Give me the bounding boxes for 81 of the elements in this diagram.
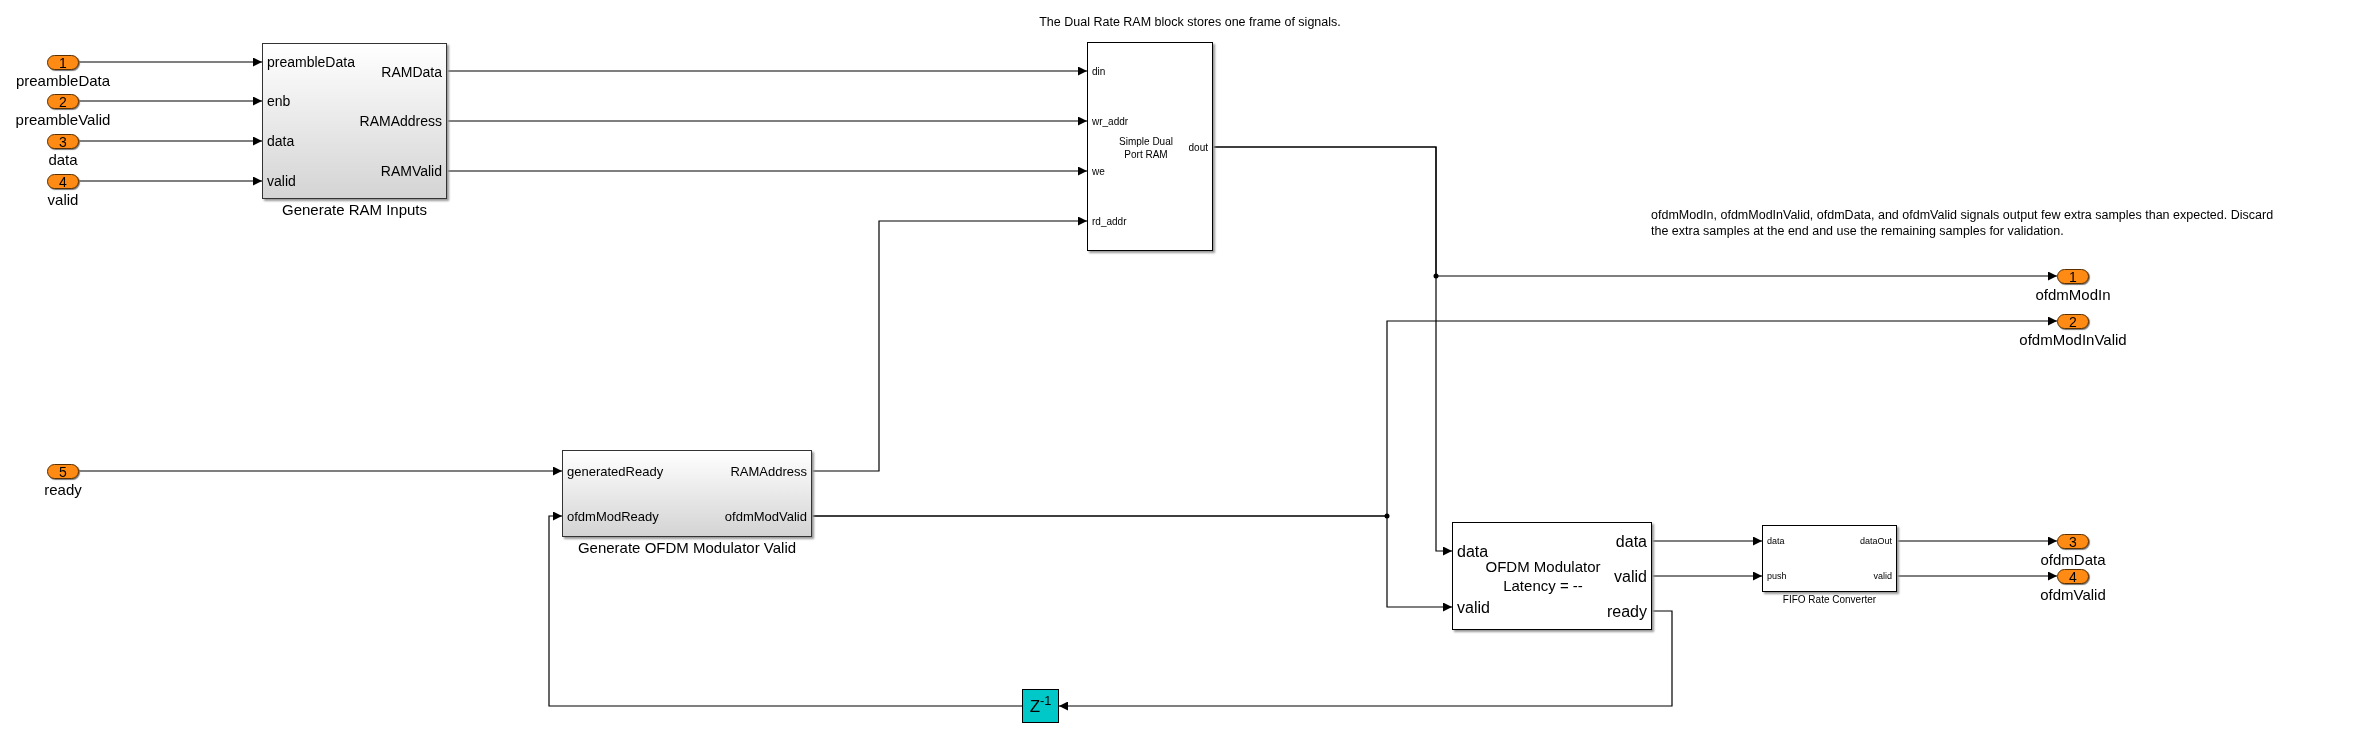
block-name: Z$^{-1}$ bbox=[1029, 697, 1052, 715]
signal-line bbox=[811, 515, 1453, 612]
port-label: data bbox=[267, 133, 295, 151]
port-number: 3 bbox=[59, 134, 67, 149]
function-block bbox=[1452, 522, 1652, 630]
signal-line bbox=[548, 511, 1023, 707]
port-label: rd_addr bbox=[1092, 215, 1127, 229]
signal-line bbox=[446, 166, 1088, 176]
block-name: Simple Dual Port RAM bbox=[1118, 135, 1174, 161]
block-caption: valid bbox=[47, 191, 79, 210]
port-label: we bbox=[1092, 165, 1105, 179]
block-caption: Generate OFDM Modulator Valid bbox=[577, 539, 797, 558]
port-number: 4 bbox=[59, 174, 67, 189]
port-pill bbox=[2057, 314, 2089, 329]
port-label: RAMAddress bbox=[359, 113, 442, 131]
annotation-note: The Dual Rate RAM block stores one frame of signals. bbox=[1039, 14, 1341, 31]
port-label: RAMAddress bbox=[730, 463, 807, 481]
port-label: valid bbox=[267, 173, 296, 191]
signal-line bbox=[1651, 536, 1763, 546]
port-label: generatedReady bbox=[567, 463, 664, 481]
signal-line bbox=[446, 66, 1088, 76]
port-label: data bbox=[1767, 536, 1785, 548]
port-label: data bbox=[1615, 532, 1647, 552]
port-pill bbox=[47, 464, 79, 479]
port-label: valid bbox=[1873, 571, 1892, 583]
signal-line bbox=[78, 176, 263, 186]
port-number: 2 bbox=[2069, 314, 2077, 329]
signal-line bbox=[78, 57, 263, 67]
function-block bbox=[1762, 525, 1897, 592]
port-label: valid bbox=[1457, 598, 1490, 618]
port-pill bbox=[47, 134, 79, 149]
port-label: dataOut bbox=[1859, 536, 1892, 548]
port-label: valid bbox=[1614, 567, 1647, 587]
block-caption: ofdmData bbox=[2040, 551, 2106, 570]
port-number: 5 bbox=[59, 464, 67, 479]
port-pill bbox=[2057, 569, 2089, 584]
port-label: wr_addr bbox=[1092, 115, 1129, 129]
port-pill bbox=[47, 94, 79, 109]
block-caption: FIFO Rate Converter bbox=[1782, 594, 1877, 607]
signal-line bbox=[1896, 536, 2058, 546]
port-label: ofdmModValid bbox=[724, 508, 807, 526]
port-number: 2 bbox=[59, 94, 67, 109]
signal-line bbox=[1651, 571, 1763, 581]
signal-line bbox=[1212, 146, 1453, 556]
port-pill bbox=[47, 55, 79, 70]
signal-line bbox=[1896, 571, 2058, 581]
subsystem-block bbox=[262, 43, 447, 199]
annotation-note: ofdmModIn, ofdmModInValid, ofdmData, and ofdmValid signals output few extra samples than expected. Discard the extra samples at the end and use the remaining samples for validation. bbox=[1651, 207, 2275, 239]
port-label: RAMValid bbox=[380, 163, 442, 181]
function-block bbox=[1087, 42, 1213, 251]
signal-line bbox=[78, 466, 563, 476]
signal-line bbox=[446, 116, 1088, 126]
port-pill bbox=[2057, 534, 2089, 549]
port-number: 4 bbox=[2069, 569, 2077, 584]
block-caption: ofdmModInValid bbox=[2019, 331, 2127, 350]
block-caption: data bbox=[48, 151, 78, 170]
port-label: dout bbox=[1188, 141, 1208, 155]
block-caption: ofdmModIn bbox=[2035, 286, 2111, 305]
port-label: din bbox=[1092, 65, 1106, 79]
port-number: 1 bbox=[59, 55, 67, 70]
port-number: 3 bbox=[2069, 534, 2077, 549]
port-label: enb bbox=[267, 93, 291, 111]
block-caption: preambleData bbox=[15, 72, 111, 91]
port-label: push bbox=[1767, 571, 1787, 583]
subsystem-block bbox=[562, 450, 812, 537]
block-caption: preambleValid bbox=[15, 111, 111, 130]
signal-line bbox=[78, 96, 263, 106]
signal-line bbox=[78, 136, 263, 146]
port-label: preambleData bbox=[267, 54, 355, 72]
port-number: 1 bbox=[2069, 269, 2077, 284]
port-label: ready bbox=[1606, 602, 1647, 622]
port-pill bbox=[47, 174, 79, 189]
block-caption: ready bbox=[44, 481, 82, 500]
port-pill bbox=[2057, 269, 2089, 284]
delay-block bbox=[1022, 689, 1059, 723]
block-caption: Generate RAM Inputs bbox=[281, 201, 428, 220]
signal-line bbox=[1058, 610, 1673, 711]
signal-line bbox=[811, 216, 1088, 472]
block-caption: ofdmValid bbox=[2040, 586, 2106, 605]
port-label: RAMData bbox=[381, 64, 442, 82]
port-label: ofdmModReady bbox=[567, 508, 659, 526]
